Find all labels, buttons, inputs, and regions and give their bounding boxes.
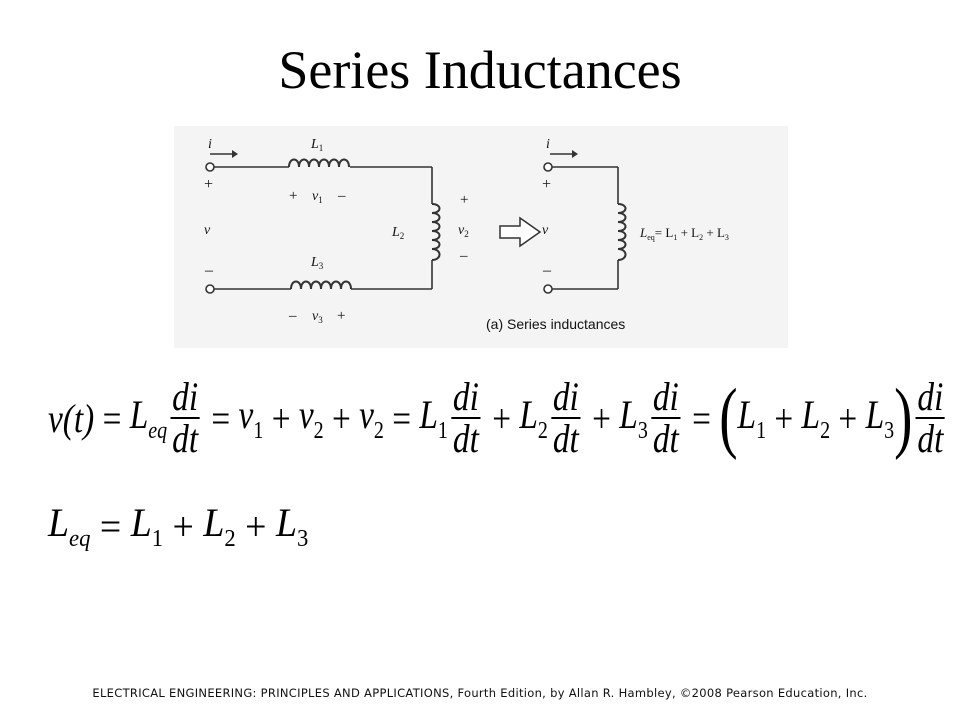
right-voltage-label: v	[542, 223, 549, 238]
eq1-v2: v2	[298, 392, 324, 444]
eq1-plus-3: +	[492, 395, 511, 441]
eq1-v1: v1	[238, 392, 264, 444]
l2-label: L2	[391, 225, 404, 241]
series-inductance-figure: i + v – L1 + v1 – L2 + v2 – L3 – v3 + i …	[174, 126, 788, 348]
v2-minus-label: –	[459, 248, 468, 264]
eq1-l3: L3	[619, 392, 648, 444]
leq-formula: Leq= L1 + L2 + L3	[639, 225, 729, 242]
eq2-l2: L2	[203, 500, 236, 552]
inductor-leq	[617, 203, 627, 261]
terminal-bottom-right	[543, 284, 553, 294]
v1-minus-label: –	[337, 188, 346, 204]
v2-label: v2	[458, 223, 469, 239]
eq1-sum-l1: L1	[737, 392, 767, 444]
left-voltage-label: v	[204, 223, 211, 238]
eq2-l3: L3	[275, 500, 309, 552]
left-plus-label: +	[204, 176, 213, 193]
eq1-sum-l3: L3	[865, 392, 895, 444]
eq2-plus-2: +	[245, 503, 267, 549]
l1-label: L1	[310, 137, 323, 153]
circuit-labels: i + v – L1 + v1 – L2 + v2 – L3 – v3 + i …	[204, 137, 729, 332]
inductor-l3	[290, 280, 352, 290]
eq2-plus-1: +	[172, 503, 194, 549]
eq1-sum-l2: L2	[801, 392, 831, 444]
eq1-plus-6: +	[838, 395, 858, 441]
eq1-equals-4: =	[692, 395, 711, 441]
figure-background	[174, 126, 788, 348]
v3-label: v3	[312, 309, 323, 325]
eq1-open-paren: (	[719, 373, 738, 462]
v1-label: v1	[312, 189, 323, 205]
eq2-l1: L1	[130, 500, 164, 552]
eq1-equals-1: =	[102, 395, 122, 441]
v3-minus-label: –	[288, 308, 297, 324]
eq1-equals-2: =	[211, 395, 231, 441]
terminal-bottom-left	[205, 284, 215, 294]
right-plus-label: +	[542, 176, 551, 193]
eq1-l1: L1	[419, 392, 448, 444]
slide-title: Series Inductances	[278, 40, 682, 100]
current-arrow-left	[210, 150, 238, 158]
terminal-top-right	[543, 162, 553, 172]
current-arrow-right	[550, 150, 578, 158]
l3-label: L3	[310, 255, 324, 271]
right-current-label: i	[546, 137, 550, 152]
equivalence-arrow	[499, 216, 542, 248]
eq1-plus-2: +	[331, 395, 351, 441]
inductor-l1	[288, 158, 350, 168]
left-circuit-wires	[214, 166, 433, 290]
left-minus-label: –	[204, 262, 214, 279]
eq1-close-paren: )	[894, 373, 913, 462]
eq1-l2: L2	[519, 392, 548, 444]
terminal-top-left	[205, 162, 215, 172]
left-current-label: i	[208, 137, 212, 152]
equation-leq: Leq = L1 + L2 + L3	[48, 498, 308, 554]
eq1-leq: Leq	[129, 392, 168, 444]
right-circuit-wires	[552, 166, 619, 290]
circuit-diagram: i + v – L1 + v1 – L2 + v2 – L3 – v3 + i …	[174, 126, 788, 348]
eq2-equals: =	[99, 503, 122, 549]
eq1-plus-4: +	[592, 395, 611, 441]
v1-plus-label: +	[289, 188, 297, 204]
eq1-plus-5: +	[774, 395, 794, 441]
figure-caption: (a) Series inductances	[486, 316, 625, 332]
eq1-equals-3: =	[392, 395, 412, 441]
inductor-l2	[431, 203, 441, 261]
v3-plus-label: +	[337, 308, 345, 324]
slide-footer: ELECTRICAL ENGINEERING: PRINCIPLES AND A…	[92, 686, 868, 700]
right-minus-label: –	[542, 262, 552, 279]
v2-plus-label: +	[460, 192, 468, 208]
eq1-lhs: v(t)	[48, 395, 95, 441]
eq1-plus-1: +	[271, 395, 291, 441]
eq2-leq: Leq	[48, 500, 91, 552]
eq1-v2-second: v2	[359, 392, 384, 444]
